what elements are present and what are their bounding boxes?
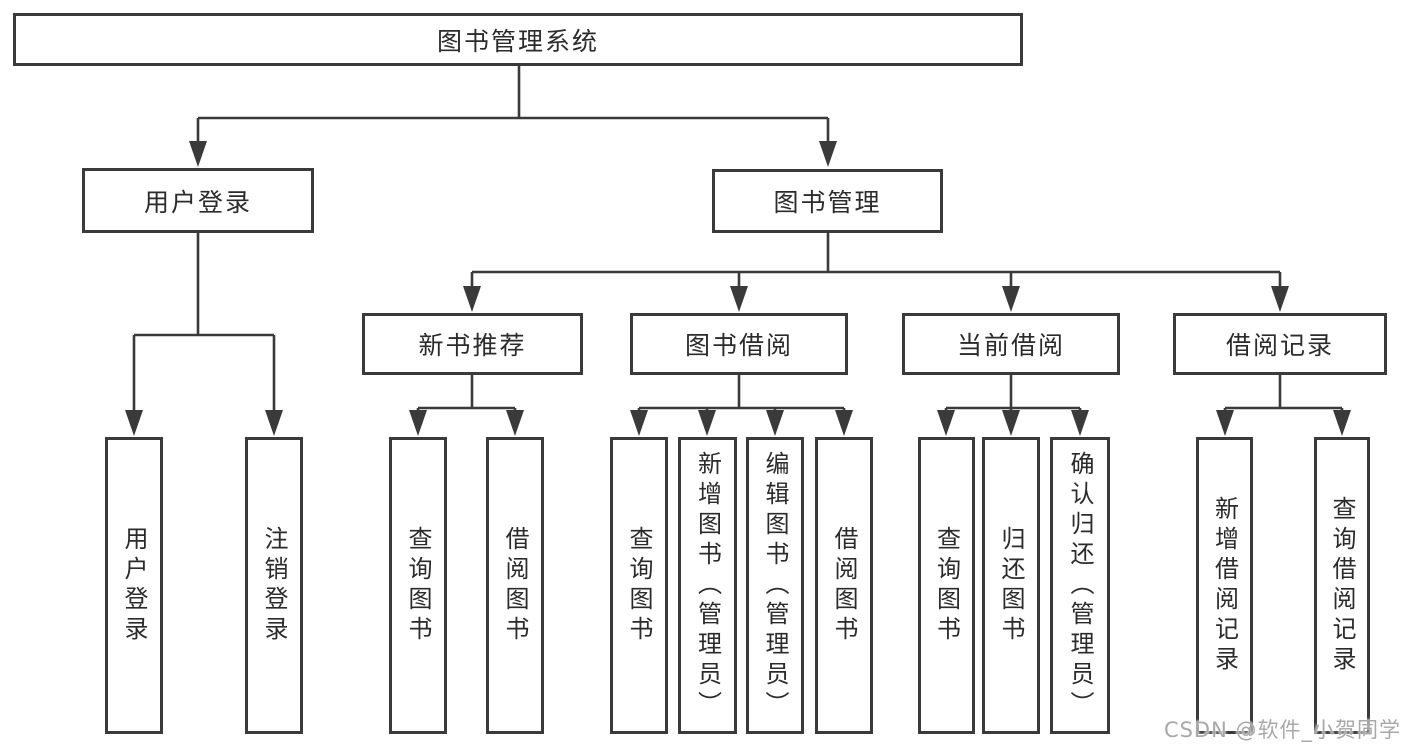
node-label: 当前借阅 [956,331,1065,360]
node-label: 用户登录 [120,525,148,646]
csdn-watermark: CSDN @软件_小贺同学 [1163,718,1401,742]
node-label: 注销登录 [260,525,288,646]
node-label: 新增借阅记录 [1210,495,1239,676]
node-new-book-recommendation: 新书推荐 [362,313,583,375]
node-label: 新增图书（管理员） [693,450,722,721]
node-label: 图书管理 [773,188,882,217]
node-borrowing-records: 借阅记录 [1173,313,1387,375]
leaf-query-books-borrow: 查询图书 [610,437,668,734]
leaf-add-book-admin: 新增图书（管理员） [678,437,737,734]
node-library-management-system: 图书管理系统 [13,13,1023,66]
node-current-borrowing: 当前借阅 [902,313,1120,375]
arrowheads [125,141,1351,436]
leaf-query-books-current: 查询图书 [918,437,975,734]
node-label: 归还图书 [997,525,1025,646]
node-label: 图书借阅 [684,331,793,360]
node-book-borrowing: 图书借阅 [630,313,848,375]
node-label: 借阅图书 [830,525,858,646]
leaf-query-borrow-record: 查询借阅记录 [1314,437,1370,734]
leaf-borrow-books: 借阅图书 [815,437,873,734]
node-label: 查询借阅记录 [1328,495,1356,676]
node-label: 借阅记录 [1225,331,1334,360]
node-user-login: 用户登录 [82,168,314,233]
leaf-user-login: 用户登录 [105,437,163,734]
node-label: 查询图书 [404,525,432,646]
leaf-add-borrow-record: 新增借阅记录 [1196,437,1253,734]
leaf-return-book: 归还图书 [982,437,1040,734]
node-label: 新书推荐 [418,331,527,360]
node-label: 图书管理系统 [436,26,599,56]
node-label: 用户登录 [143,187,252,217]
leaf-confirm-return-admin: 确认归还（管理员） [1050,437,1110,734]
node-label: 借阅图书 [501,525,529,646]
node-label: 查询图书 [625,525,653,646]
leaf-borrow-books-recommend: 借阅图书 [486,437,544,734]
leaf-query-books-recommend: 查询图书 [389,437,447,734]
node-book-management: 图书管理 [712,169,943,233]
leaf-logout: 注销登录 [245,437,303,734]
node-label: 编辑图书（管理员） [761,450,789,721]
leaf-edit-book-admin: 编辑图书（管理员） [746,437,804,734]
node-label: 查询图书 [932,525,961,646]
node-label: 确认归还（管理员） [1066,450,1094,721]
